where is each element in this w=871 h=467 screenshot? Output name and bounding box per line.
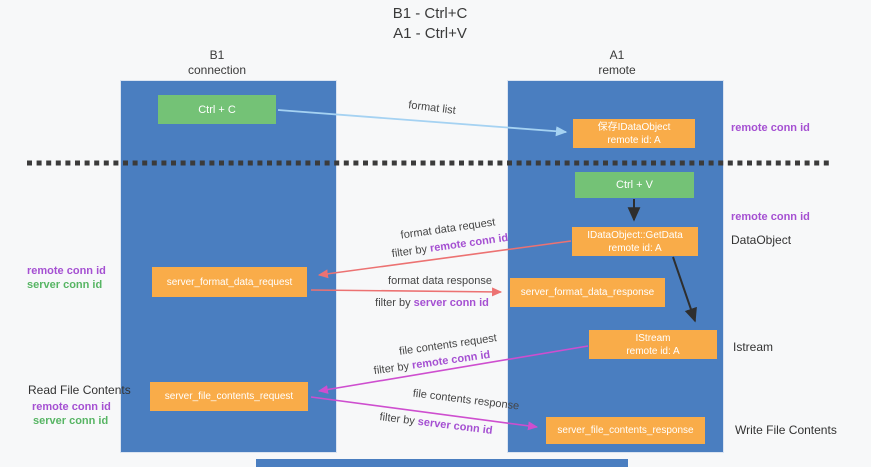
ctrl-c-box: Ctrl + C bbox=[158, 95, 276, 124]
dataobject-label: DataObject bbox=[731, 233, 792, 247]
filter-by-server-conn-id-label-1: filter by server conn id bbox=[375, 297, 489, 309]
remote-conn-id-label-right-top: remote conn id bbox=[731, 122, 810, 134]
right-column-role: remote bbox=[598, 63, 636, 77]
getdata-box: IDataObject::GetData remote id: A bbox=[572, 227, 698, 256]
left-column-name: B1 bbox=[209, 48, 225, 62]
server-conn-id-text: server conn id bbox=[413, 297, 489, 309]
server-file-contents-request-box: server_file_contents_request bbox=[150, 382, 308, 411]
server-conn-id-label-left-top: server conn id bbox=[27, 279, 103, 291]
getdata-line2: remote id: A bbox=[608, 242, 662, 254]
remote-conn-id-label-right-mid: remote conn id bbox=[731, 211, 810, 223]
left-column-role: connection bbox=[187, 63, 247, 77]
title-line-1: B1 - Ctrl+C bbox=[392, 5, 468, 22]
clipped-bottom-shape bbox=[256, 459, 628, 467]
server-format-data-response-box: server_format_data_response bbox=[510, 278, 665, 307]
right-column-name: A1 bbox=[609, 48, 625, 62]
getdata-line1: IDataObject::GetData bbox=[587, 229, 683, 241]
format-data-response-arrow bbox=[310, 287, 503, 297]
file-contents-response-label: file contents response bbox=[412, 387, 520, 413]
save-dataobject-line1: 保存IDataObject bbox=[597, 121, 671, 133]
format-list-label: format list bbox=[407, 99, 457, 117]
istream-line2: remote id: A bbox=[626, 345, 680, 357]
filter-by-text: filter by bbox=[391, 243, 428, 261]
filter-by-text: filter by bbox=[375, 297, 411, 309]
istream-line1: IStream bbox=[635, 332, 671, 344]
write-file-contents-label: Write File Contents bbox=[735, 423, 837, 437]
save-dataobject-box: 保存IDataObject remote id: A bbox=[573, 119, 695, 148]
right-column-header: A1 remote bbox=[598, 48, 635, 78]
left-column-header: B1 connection bbox=[188, 48, 246, 78]
server-conn-id-label-left-bottom: server conn id bbox=[33, 415, 109, 427]
title-line-2: A1 - Ctrl+V bbox=[393, 25, 467, 42]
server-conn-id-text: server conn id bbox=[417, 415, 494, 437]
diagram-title: B1 - Ctrl+C A1 - Ctrl+V bbox=[393, 4, 468, 44]
server-file-contents-response-box: server_file_contents_response bbox=[546, 417, 705, 444]
remote-conn-id-label-left-bottom: remote conn id bbox=[32, 401, 111, 413]
read-file-contents-label: Read File Contents bbox=[28, 383, 131, 397]
server-format-data-request-box: server_format_data_request bbox=[152, 267, 307, 297]
ctrl-v-box: Ctrl + V bbox=[575, 172, 694, 198]
save-dataobject-line2: remote id: A bbox=[607, 134, 661, 146]
istream-label: Istream bbox=[733, 340, 774, 354]
filter-by-server-conn-id-label-2: filter by server conn id bbox=[379, 411, 493, 437]
istream-box: IStream remote id: A bbox=[589, 330, 717, 359]
format-data-response-label: format data response bbox=[388, 275, 492, 287]
filter-by-text: filter by bbox=[378, 411, 416, 428]
remote-conn-id-label-left-top: remote conn id bbox=[27, 265, 106, 277]
filter-by-text: filter by bbox=[373, 360, 410, 378]
